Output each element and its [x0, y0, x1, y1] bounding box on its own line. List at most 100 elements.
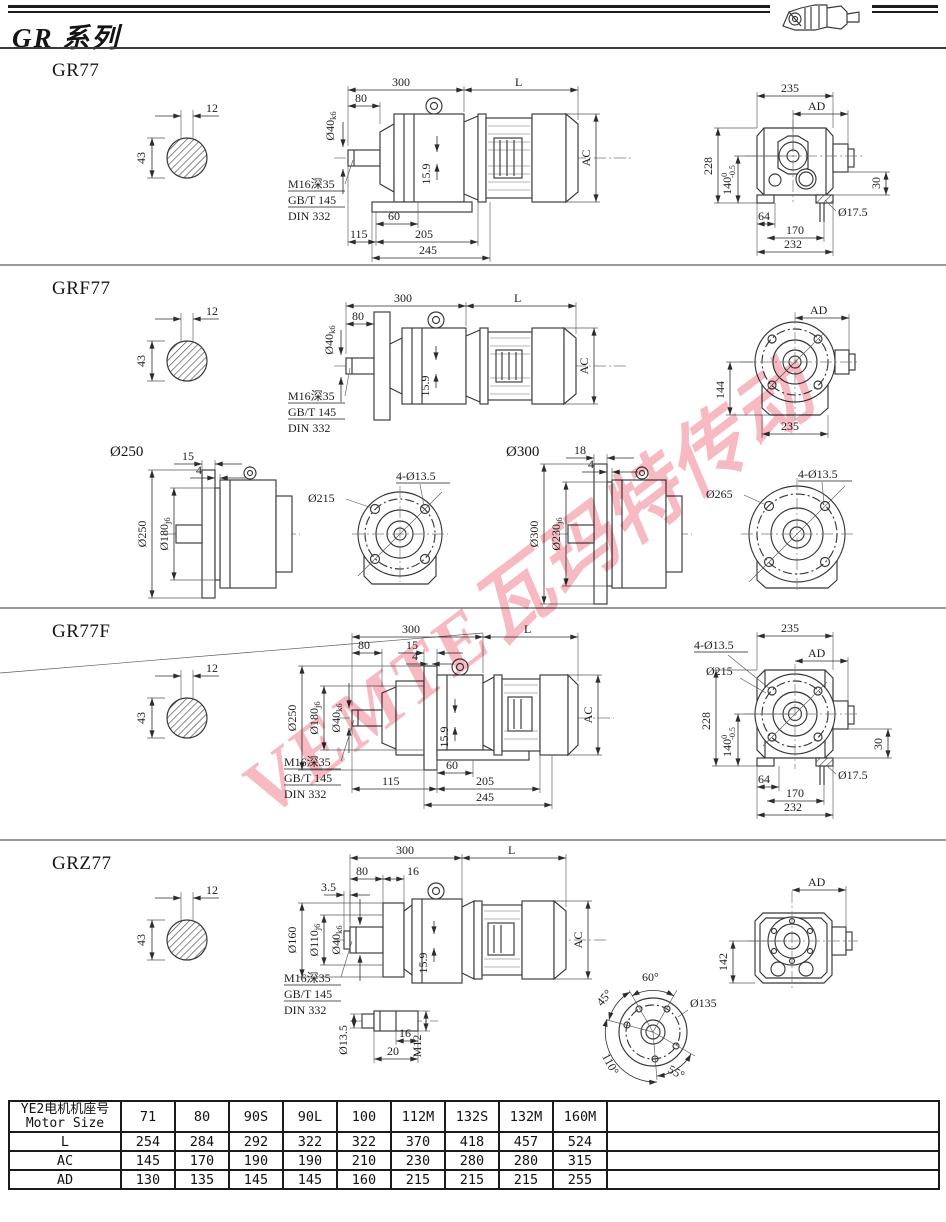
- value-cell: 190: [282, 1150, 338, 1171]
- dim-64: 64: [758, 772, 770, 786]
- note-thread: M16深35: [284, 755, 331, 769]
- note-din: DIN 332: [284, 787, 326, 801]
- top-rule-1: [8, 5, 770, 8]
- dim-235: 235: [781, 81, 799, 95]
- dim-115: 115: [382, 774, 400, 788]
- dim-det-20: 20: [387, 1044, 399, 1058]
- dim-hole-17-5: Ø17.5: [838, 205, 868, 219]
- dim-15-9: 15.9: [416, 953, 430, 974]
- row-label: AD: [8, 1169, 122, 1190]
- dim-L: L: [514, 291, 521, 305]
- dim-pilot-265: Ø265: [706, 487, 733, 501]
- grz77-shaft-end-detail: Ø13.5 16 20 M12: [336, 1010, 438, 1063]
- dim-spigot-230: Ø230j6: [549, 517, 564, 550]
- dim-245: 245: [476, 790, 494, 804]
- value-cell: 145: [120, 1150, 176, 1171]
- value-cell: 210: [336, 1150, 392, 1171]
- dim-shaft-dia: Ø40k6: [329, 703, 344, 732]
- dim-dia110: Ø110j6: [307, 924, 322, 957]
- note-din: DIN 332: [284, 1003, 326, 1017]
- dim-AC: AC: [579, 150, 593, 167]
- dim-60: 60: [388, 209, 400, 223]
- value-cell: 160: [336, 1169, 392, 1190]
- grf77-shaft-section: 12 43: [134, 304, 219, 382]
- grf77-end-view: AD 144 235: [713, 303, 860, 438]
- column-header: 100: [336, 1100, 392, 1133]
- dim-shaft-dia: Ø40k6: [322, 325, 337, 354]
- dim-300: 300: [392, 75, 410, 89]
- dim-key-width: 12: [206, 304, 218, 318]
- value-cell: 280: [498, 1150, 554, 1171]
- dim-angle-45: 45°: [593, 987, 615, 1009]
- dim-80: 80: [356, 864, 368, 878]
- dim-key-width: 12: [206, 883, 218, 897]
- section-title-grf77: GRF77: [52, 278, 111, 299]
- dim-228: 228: [699, 712, 713, 730]
- dim-15-9: 15.9: [419, 164, 433, 185]
- dim-64: 64: [758, 209, 770, 223]
- dim-pilot-215: Ø215: [706, 664, 733, 678]
- value-cell: 230: [390, 1150, 446, 1171]
- value-cell: 215: [498, 1169, 554, 1190]
- dim-dia160: Ø160: [285, 927, 299, 954]
- dim-spigot-180: Ø180j6: [157, 517, 172, 550]
- dim-60: 60: [446, 758, 458, 772]
- dim-205: 205: [476, 774, 494, 788]
- column-header: 160M: [552, 1100, 608, 1133]
- note-thread: M16深35: [288, 177, 335, 191]
- value-cell: 170: [174, 1150, 230, 1171]
- column-header: 90S: [228, 1100, 284, 1133]
- dim-AD: AD: [810, 303, 828, 317]
- dim-15: 15: [406, 638, 418, 652]
- note-thread: M16深35: [288, 389, 335, 403]
- dim-140: 1400-0.5: [720, 727, 737, 757]
- dim-shaft-dia: Ø40k6: [323, 111, 338, 140]
- dim-key-width: 12: [206, 661, 218, 675]
- gr77-end-view: 235 AD 228 1400-0.5 30 Ø17.5 64 170 232: [701, 81, 890, 256]
- dim-AC: AC: [581, 707, 595, 724]
- note-thread: M16深35: [284, 971, 331, 985]
- dim-AD: AD: [808, 875, 826, 889]
- dim-L: L: [524, 622, 531, 636]
- empty-cell: [606, 1169, 940, 1190]
- section-title-grz77: GRZ77: [52, 853, 112, 874]
- dim-245: 245: [419, 243, 437, 257]
- flange-300-label: Ø300: [506, 444, 539, 460]
- value-cell: 418: [444, 1131, 500, 1152]
- gr77-drawing: 12 43: [134, 75, 890, 262]
- top-rule-1b: [872, 5, 938, 8]
- dim-shaft-dia: Ø40k6: [329, 925, 344, 954]
- dim-AC: AC: [571, 932, 585, 949]
- dim-235: 235: [781, 621, 799, 635]
- value-cell: 322: [336, 1131, 392, 1152]
- value-cell: 292: [228, 1131, 284, 1152]
- dim-300: 300: [396, 843, 414, 857]
- gr77f-end-view: 235 4-Ø13.5 AD Ø215 228 1400-0.5 30 Ø17.…: [694, 621, 892, 819]
- dim-30: 30: [869, 177, 883, 189]
- row-label: AC: [8, 1150, 122, 1171]
- dim-80: 80: [352, 309, 364, 323]
- dim-shaft-height: 43: [134, 934, 148, 946]
- grz77-side-view: 300 L 80 16 3.5 Ø160 Ø110j6 Ø40k6 15.9 M…: [284, 843, 606, 1017]
- dim-4: 4: [412, 649, 418, 663]
- dim-142: 142: [716, 953, 730, 971]
- dim-232: 232: [784, 800, 802, 814]
- value-cell: 130: [120, 1169, 176, 1190]
- grf77-side-view: 300 L 80 Ø40k6 15.9 M16深35 GB/T 145 DIN …: [288, 291, 628, 435]
- gr77f-shaft-section: 12 43: [134, 661, 219, 739]
- dim-170: 170: [786, 786, 804, 800]
- dim-80: 80: [355, 91, 367, 105]
- dim-18: 18: [574, 443, 586, 457]
- flange-250-label: Ø250: [110, 444, 143, 460]
- column-header: 90L: [282, 1100, 338, 1133]
- header-rule: [0, 47, 946, 49]
- note-gb: GB/T 145: [288, 193, 336, 207]
- empty-cell: [606, 1131, 940, 1152]
- value-cell: 215: [390, 1169, 446, 1190]
